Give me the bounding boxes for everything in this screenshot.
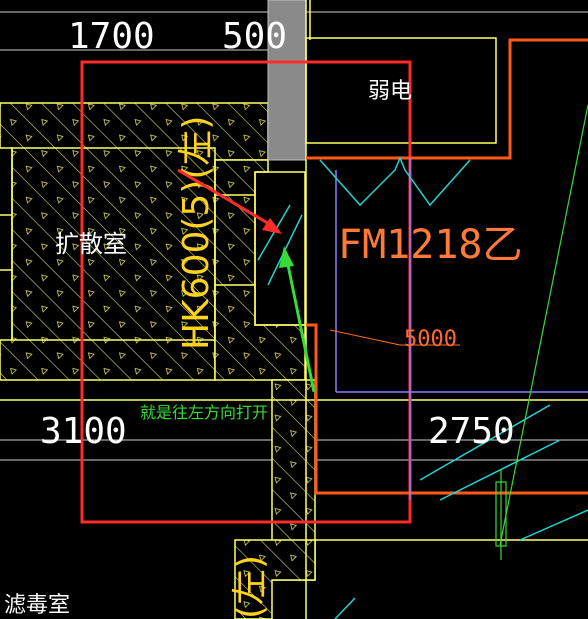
green-arrow	[279, 246, 316, 393]
hatched-walls	[0, 102, 316, 619]
blast-door-label: HK600(5)(左)	[176, 116, 217, 350]
dimension-top-right: 500	[222, 16, 287, 57]
orange-outline	[306, 38, 588, 160]
room-label-weak-power: 弱电	[368, 79, 412, 104]
wall-bottom	[234, 539, 316, 619]
room-label-filter: 滤毒室	[4, 593, 70, 618]
blast-door-label-lower: (左)	[230, 555, 271, 619]
wall-center-band	[214, 159, 306, 381]
grey-column	[267, 0, 307, 161]
room-label-diffusion: 扩散室	[55, 230, 127, 258]
purple-lines	[335, 158, 588, 500]
orange-outline-lower	[306, 323, 588, 495]
annotation-note: 就是往左方向打开	[140, 403, 268, 422]
red-arrow	[177, 168, 282, 234]
elevation-leader	[329, 329, 460, 346]
airtight-door-label: FM1218乙	[338, 222, 523, 268]
dimension-mid-left: 3100	[40, 411, 127, 452]
dimension-top-left: 1700	[68, 16, 155, 57]
green-guide	[495, 104, 588, 560]
dimension-mid-right: 2750	[428, 411, 515, 452]
elevation-label: 5000	[404, 327, 457, 352]
